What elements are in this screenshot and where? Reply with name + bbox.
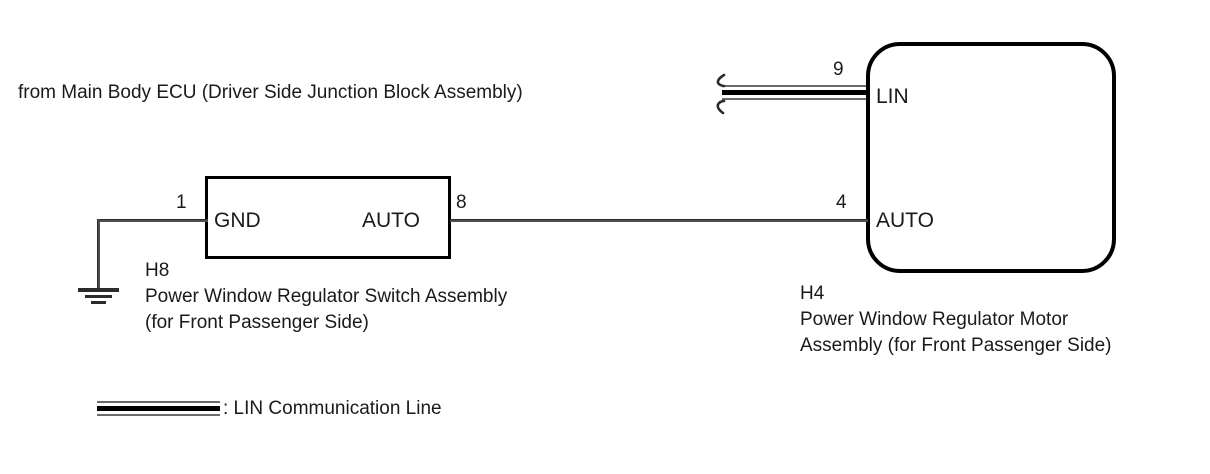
switch-name-line-1: Power Window Regulator Switch Assembly [145,286,508,307]
ground-bar-1 [78,288,119,292]
legend-stripe-center [97,406,220,411]
motor-pin-9-label: 9 [833,59,844,80]
legend-lin-line-swatch [97,401,220,416]
motor-name-line-1: Power Window Regulator Motor [800,309,1069,330]
lin-communication-wire [722,85,868,100]
switch-caption: H8 Power Window Regulator Switch Assembl… [145,258,507,336]
motor-name-line-2: Assembly (for Front Passenger Side) [800,335,1112,356]
wire-switch-auto-to-motor-auto [450,219,868,222]
wire-switch-gnd-horizontal [97,219,208,222]
legend-stripe-bottom [97,414,220,416]
switch-port-gnd-label: GND [214,209,261,232]
source-note-label: from Main Body ECU (Driver Side Junction… [18,82,523,103]
lin-stripe-top [722,85,868,87]
power-window-regulator-motor-module [866,42,1116,273]
ground-bar-3 [91,301,106,304]
lin-stripe-bottom [722,98,868,100]
motor-port-lin-label: LIN [876,85,909,108]
switch-name-line-2: (for Front Passenger Side) [145,312,369,333]
legend-stripe-top [97,401,220,403]
motor-caption: H4 Power Window Regulator Motor Assembly… [800,281,1112,359]
switch-code-label: H8 [145,260,170,281]
ground-bar-2 [85,295,112,298]
lin-stripe-center [722,90,868,95]
wire-break-icon [708,70,738,118]
power-window-regulator-switch-box [205,176,451,259]
motor-code-label: H4 [800,283,825,304]
legend-label: : LIN Communication Line [223,398,442,419]
switch-pin-8-label: 8 [456,192,467,213]
wire-switch-gnd-vertical [97,219,100,290]
motor-port-auto-label: AUTO [876,209,934,232]
switch-pin-1-label: 1 [176,192,187,213]
motor-pin-4-label: 4 [836,192,847,213]
switch-port-auto-label: AUTO [362,209,420,232]
